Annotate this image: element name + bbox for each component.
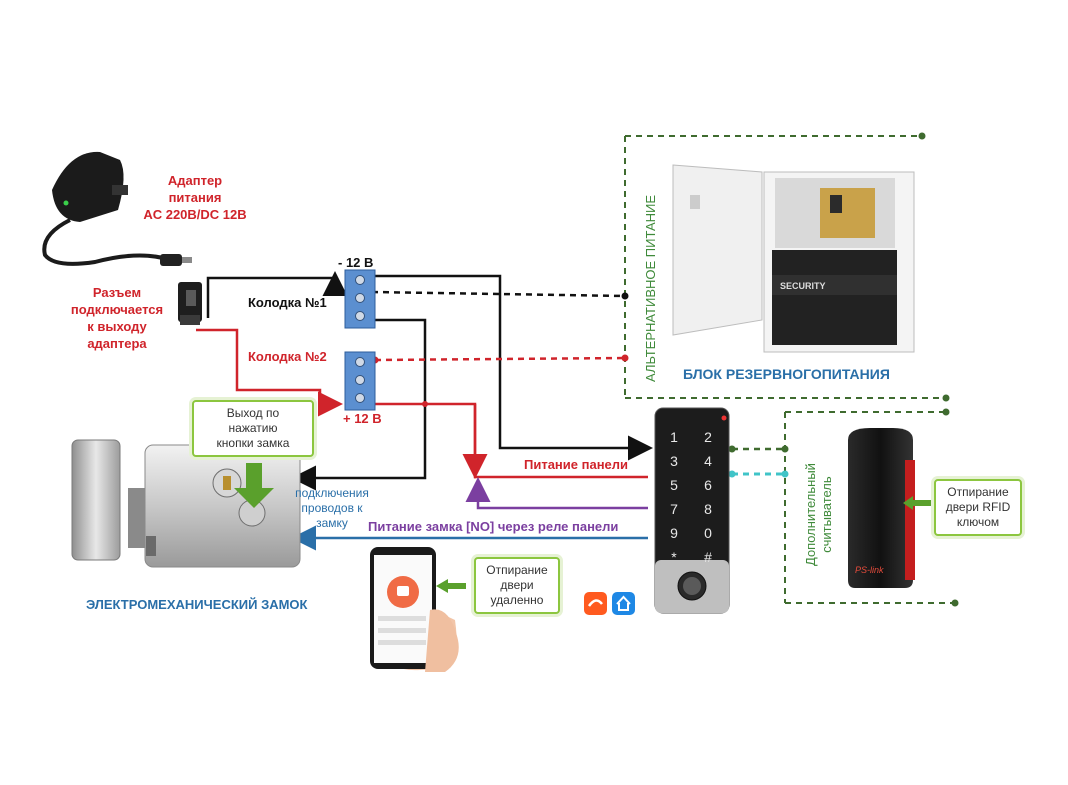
- lock-wires-note-line: замку: [316, 516, 348, 530]
- keypad-key[interactable]: 7: [670, 501, 678, 517]
- reader-brand: PS-link: [855, 565, 884, 575]
- keypad-key[interactable]: 9: [670, 525, 678, 541]
- keypad-key[interactable]: #: [704, 549, 712, 565]
- smartphone-image: [370, 547, 459, 672]
- additional-reader-label: Дополнительный считыватель: [803, 463, 835, 566]
- wire-minus-battery: [371, 290, 626, 298]
- wire-minus-lock: [291, 318, 427, 491]
- lock-wires-note: подключения проводов к замку: [284, 486, 380, 531]
- adapter-label-line: AC 220В/DC 12В: [143, 207, 247, 222]
- reader-label-line: Дополнительный: [803, 463, 818, 566]
- reader-frame: [784, 408, 959, 607]
- rfid-label-line: двери RFID: [945, 500, 1011, 514]
- panel-power-label: Питание панели: [524, 457, 629, 472]
- lock-power-label: Питание замка [NO] через реле панели: [368, 519, 619, 534]
- terminal-block-1: [344, 269, 376, 329]
- rfid-label-line: Отпирание: [947, 485, 1009, 499]
- wire-minus-adapter: [206, 271, 348, 318]
- wire-minus-panel: [372, 274, 653, 461]
- app-icon-tuya: [584, 592, 607, 615]
- remote-arrow: [436, 579, 466, 593]
- keypad-key[interactable]: 1: [670, 429, 678, 445]
- adapter-label-line: питания: [168, 190, 222, 205]
- alternative-power-label: АЛЬТЕРНАТИВНОЕ ПИТАНИЕ: [643, 194, 658, 382]
- remote-label-line: Отпирание: [486, 563, 548, 577]
- keypad-key[interactable]: 0: [704, 525, 712, 541]
- rfid-arrow: [903, 496, 931, 510]
- button-output-line: Выход по: [226, 406, 280, 420]
- keypad-key[interactable]: 2: [704, 429, 712, 445]
- backup-power-unit-image: SECURITY: [672, 164, 915, 353]
- wire-lock-relay: [465, 477, 648, 510]
- button-output-box: Выход по нажатию кнопки замка: [192, 400, 314, 457]
- connector-label-line: Разъем: [92, 285, 142, 300]
- adapter-label: Адаптер питания AC 220В/DC 12В: [140, 172, 250, 223]
- app-icon-smart-home: [612, 592, 635, 615]
- keypad-key[interactable]: 4: [704, 453, 712, 469]
- remote-label-line: удаленно: [490, 593, 544, 607]
- electromechanical-lock-image: [71, 439, 301, 568]
- backup-power-title: БЛОК РЕЗЕРВНОГОПИТАНИЯ: [683, 366, 890, 382]
- block2-label: Колодка №2: [248, 349, 327, 364]
- connector-label-line: адаптера: [87, 336, 147, 351]
- reader-label-line: считыватель: [819, 476, 834, 553]
- connector-label-line: подключается: [70, 302, 164, 317]
- lock-wires-note-line: проводов к: [301, 501, 363, 515]
- battery-brand: SECURITY: [780, 281, 826, 291]
- keypad-keys: 1 2 3 4 5 6 7 8 9 0 * #: [670, 429, 712, 565]
- rfid-label-line: ключом: [956, 515, 1000, 529]
- rfid-reader-image: PS-link: [848, 428, 915, 588]
- lock-title: ЭЛЕКТРОМЕХАНИЧЕСКИЙ ЗАМОК: [86, 597, 308, 612]
- connector-label: Разъем подключается к выходу адаптера: [62, 284, 172, 352]
- button-output-line: кнопки замка: [216, 436, 290, 450]
- wire-plus-battery: [374, 356, 626, 362]
- plus-12v-label: + 12 В: [343, 411, 382, 426]
- wire-plus-adapter: [196, 328, 343, 417]
- backup-frame: [624, 132, 950, 402]
- terminal-block-2: [344, 351, 376, 411]
- remote-unlock-box: Отпирание двери удаленно: [474, 557, 560, 614]
- keypad-key[interactable]: 3: [670, 453, 678, 469]
- remote-label-line: двери: [500, 578, 534, 592]
- adapter-label-line: Адаптер: [167, 173, 223, 188]
- keypad-key[interactable]: 8: [704, 501, 712, 517]
- minus-12v-label: - 12 В: [338, 255, 374, 270]
- rfid-unlock-box: Отпирание двери RFID ключом: [934, 479, 1022, 536]
- power-adapter-image: [42, 151, 192, 266]
- block1-label: Колодка №1: [248, 295, 327, 310]
- lock-wires-note-line: подключения: [295, 486, 369, 500]
- keypad-key[interactable]: 5: [670, 477, 678, 493]
- button-output-line: нажатию: [228, 421, 278, 435]
- keypad-key[interactable]: *: [671, 549, 677, 565]
- connector-label-line: к выходу: [87, 319, 147, 334]
- keypad-panel-image: [654, 407, 730, 614]
- dc-connector-image: [178, 282, 202, 325]
- keypad-key[interactable]: 6: [704, 477, 712, 493]
